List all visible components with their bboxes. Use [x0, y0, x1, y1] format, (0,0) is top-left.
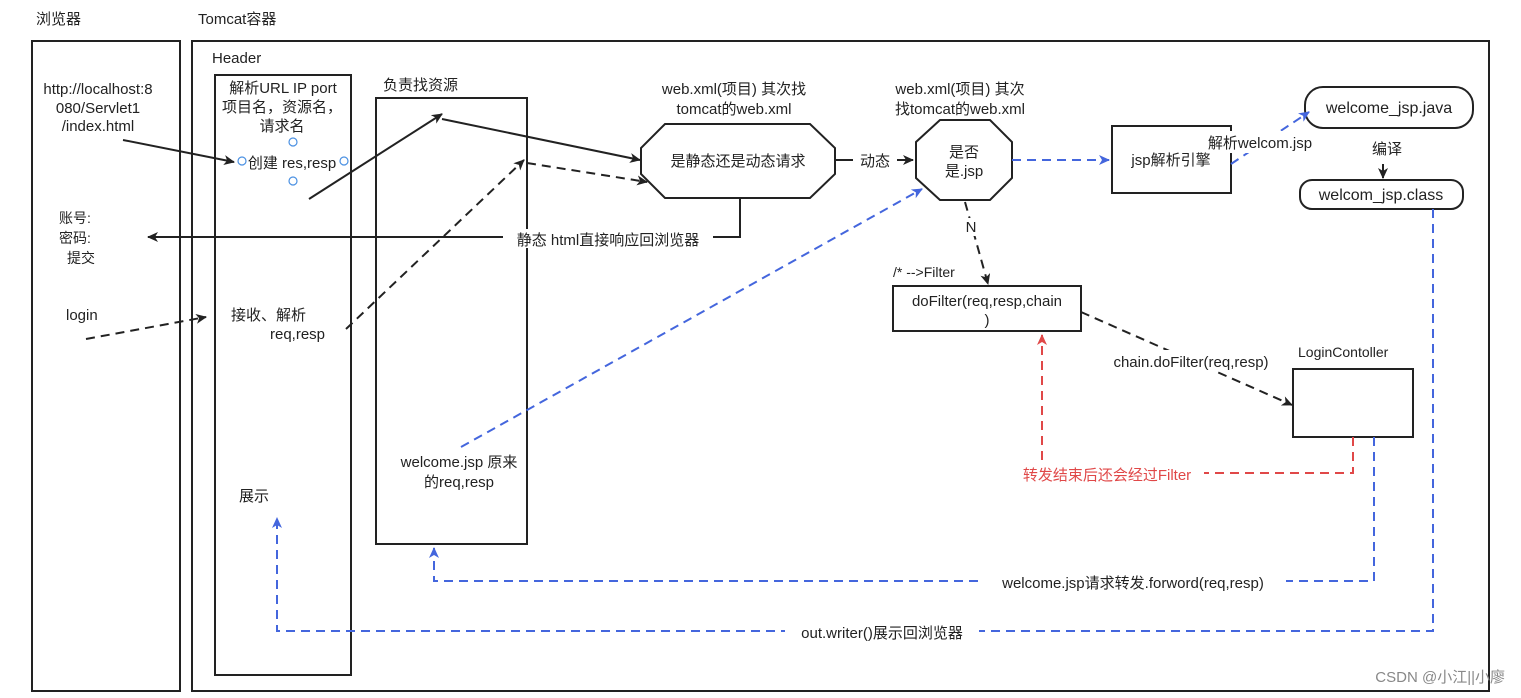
forward-label: welcome.jsp请求转发.forword(req,resp) [1001, 575, 1264, 592]
header-column [214, 74, 352, 676]
welcome-java-box [1304, 86, 1474, 129]
dofilter-line-2: ) [985, 312, 990, 329]
arrow-after-forward-filter [1037, 334, 1354, 474]
webxml1-line-1: web.xml(项目) 其次找 [661, 81, 806, 98]
tomcat-title: Tomcat容器 [198, 11, 276, 28]
arrow-chain-dofilter [1080, 311, 1293, 406]
is-jsp-line-1: 是否 [949, 144, 979, 161]
receive-line-1: 接收、解析 [231, 307, 306, 324]
welcome-original-line-1: welcome.jsp 原来 [400, 454, 518, 471]
static-response-label: 静态 html直接响应回浏览器 [517, 231, 700, 249]
n-label-bg [962, 218, 980, 236]
after-forward-label-bg [1010, 464, 1204, 484]
tomcat-frame [191, 40, 1490, 692]
compile-label: 编译 [1372, 141, 1402, 158]
browser-title: 浏览器 [36, 11, 81, 28]
dynamic-label-bg [853, 151, 897, 169]
arrow-login-submit [85, 313, 207, 340]
arrow-static-response [147, 198, 741, 242]
arrow-not-jsp [964, 201, 991, 285]
password-label: 密码: [59, 230, 91, 246]
create-label: 创建 res,resp [248, 155, 336, 172]
resource-finder-column [375, 97, 528, 545]
arrow-receive-to-finder [345, 159, 525, 330]
welcome-java-label: welcome_jsp.java [1325, 100, 1452, 117]
header-title: Header [212, 50, 261, 67]
out-writer-label-bg [785, 622, 979, 642]
parse-welcom-label-bg [1198, 131, 1322, 153]
welcome-class-label: welcom_jsp.class [1318, 187, 1443, 204]
submit-label: 提交 [67, 250, 95, 266]
welcome-class-box [1299, 179, 1464, 210]
parse-welcom-label: 解析welcom.jsp [1208, 135, 1312, 152]
url-line-3: /index.html [62, 118, 135, 135]
out-writer-label: out.writer()展示回浏览器 [801, 625, 963, 642]
webxml2-line-2: 找tomcat的web.xml [895, 101, 1025, 118]
chain-dofilter-label: chain.doFilter(req,resp) [1113, 354, 1268, 371]
forward-label-bg [980, 572, 1286, 593]
arrow-create-to-finder [308, 113, 443, 200]
parse-line-1: 解析URL IP port [229, 80, 337, 97]
browser-frame [31, 40, 181, 692]
arrow-url-to-create [122, 139, 235, 165]
watermark: CSDN @小江||小廖 [1375, 668, 1505, 686]
selection-handle-top [288, 137, 298, 147]
static-or-dynamic-label: 是静态还是动态请求 [670, 153, 805, 170]
is-jsp-node [915, 119, 1013, 201]
login-controller-label: LoginContoller [1298, 344, 1389, 360]
dofilter-line-1: doFilter(req,resp,chain [912, 293, 1062, 310]
jsp-engine-label: jsp解析引擎 [1130, 152, 1210, 169]
selection-handle-right [339, 156, 349, 166]
parse-line-3: 请求名 [259, 118, 304, 135]
url-line-2: 080/Servlet1 [56, 100, 140, 117]
account-label: 账号: [59, 210, 91, 226]
arrow-welcome-to-isjsp [460, 188, 923, 448]
parse-line-2: 项目名，资源名， [222, 99, 342, 116]
arrow-finder-dashed [526, 162, 648, 186]
dofilter-box [892, 285, 1082, 332]
display-label: 展示 [239, 488, 269, 505]
filter-mapping-label: /* -->Filter [893, 264, 955, 280]
find-resource-label: 负责找资源 [383, 77, 458, 94]
is-jsp-line-2: 是.jsp [945, 163, 983, 180]
compile-label-bg [1365, 138, 1403, 158]
webxml1-line-2: tomcat的web.xml [676, 101, 791, 118]
static-or-dynamic-node [640, 123, 836, 199]
login-label: login [66, 307, 98, 324]
receive-line-2: req,resp [270, 326, 325, 343]
n-label: N [966, 219, 977, 236]
selection-handle-left [237, 156, 247, 166]
login-controller-box [1292, 368, 1414, 438]
welcome-original-line-2: 的req,resp [424, 474, 494, 491]
dynamic-label: 动态 [860, 153, 890, 170]
selection-handle-bottom [288, 176, 298, 186]
after-forward-label: 转发结束后还会经过Filter [1023, 467, 1191, 484]
webxml2-line-1: web.xml(项目) 其次 [894, 81, 1024, 98]
arrow-out-writer [272, 209, 1434, 632]
url-line-1: http://localhost:8 [43, 81, 152, 98]
arrow-forward [429, 437, 1375, 582]
chain-label-bg [1100, 350, 1284, 371]
static-response-label-bg [503, 229, 713, 248]
arrow-finder-to-static [441, 118, 641, 163]
